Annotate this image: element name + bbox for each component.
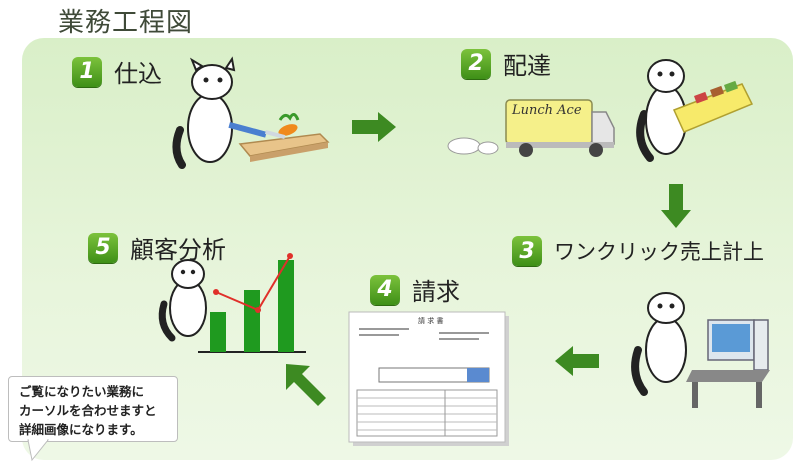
step-5[interactable]: 5 顧客分析: [88, 230, 226, 265]
arrow-left-icon: [555, 346, 599, 376]
arrow-up-left-icon: [286, 364, 326, 406]
step-1[interactable]: 1 仕込: [72, 54, 162, 89]
step-2[interactable]: 2 配達: [461, 46, 551, 81]
step-3-label: ワンクリック売上計上: [554, 240, 764, 264]
step-3[interactable]: 3 ワンクリック売上計上: [512, 236, 764, 266]
hint-note: ご覧になりたい業務に カーソルを合わせますと 詳細画像になります。: [8, 376, 178, 442]
step-1-label: 仕込: [114, 60, 162, 88]
step-4-badge: 4: [370, 274, 400, 305]
ferret-computer-icon: [631, 292, 770, 408]
step-4[interactable]: 4 請求: [370, 272, 460, 307]
invoice-title: 請 求 書: [418, 317, 444, 325]
ferret-cooking-icon: [172, 56, 330, 169]
note-tail-icon: [27, 438, 50, 462]
step-3-badge: 3: [512, 236, 542, 266]
hint-note-line: ご覧になりたい業務に: [19, 384, 145, 399]
ferret-chart-icon: [158, 253, 306, 353]
arrow-right-icon: [352, 112, 396, 142]
step-2-badge: 2: [461, 48, 491, 79]
ferret-bento-icon: [636, 59, 754, 162]
invoice-document-icon: [348, 311, 509, 446]
truck-sign: Lunch Ace: [512, 103, 582, 118]
step-2-label: 配達: [503, 52, 551, 80]
hint-note-line: カーソルを合わせますと: [19, 403, 157, 418]
page-title: 業務工程図: [58, 8, 194, 38]
step-4-label: 請求: [412, 278, 460, 306]
step-5-badge: 5: [88, 232, 118, 263]
arrow-down-icon: [661, 184, 691, 228]
step-1-badge: 1: [72, 56, 102, 87]
delivery-truck-icon: [447, 99, 615, 157]
hint-note-line: 詳細画像になります。: [19, 422, 143, 437]
step-5-label: 顧客分析: [130, 236, 226, 264]
